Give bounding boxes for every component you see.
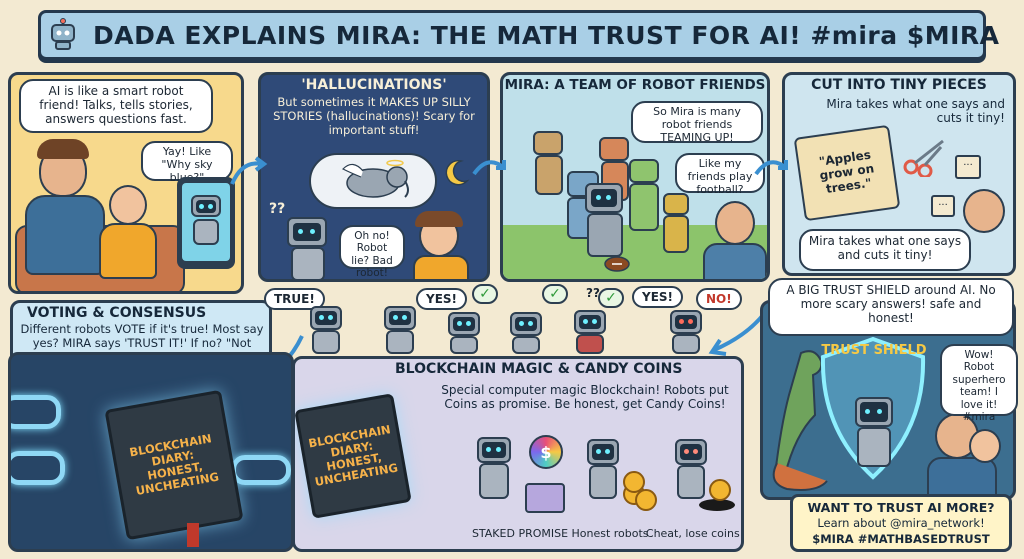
voting-robot	[310, 306, 342, 330]
dad-shirt	[703, 243, 767, 279]
voting-robot	[510, 312, 542, 336]
vote-tag: YES!	[632, 286, 684, 308]
kid-shirt	[413, 255, 469, 279]
caption-cheat: Cheat, lose coins!	[645, 527, 744, 540]
coin-icon	[623, 471, 645, 493]
arrow-icon	[754, 160, 788, 176]
panel-title: VOTING & CONSENSUS	[27, 305, 207, 321]
chain-icon	[11, 395, 61, 429]
speech-bubble-kid: Oh no! Robot lie? Bad robot!	[339, 225, 405, 279]
panel-blockchain-magic: BLOCKCHAIN MAGIC & CANDY COINS Special c…	[292, 356, 744, 552]
title-banner: DADA EXPLAINS MIRA: THE MATH TRUST FOR A…	[38, 10, 999, 60]
arrow-icon	[230, 156, 268, 185]
kid-shirt	[99, 223, 157, 279]
coin-icon	[635, 489, 657, 511]
thought-cloud	[309, 153, 437, 209]
cta-link[interactable]: Learn about @mira_network!	[817, 516, 985, 530]
panel-robot-team: MIRA: A TEAM OF ROBOT FRIENDS So Mira is…	[500, 72, 770, 282]
cta-heading: WANT TO TRUST AI MORE?	[807, 500, 995, 515]
coin-icon: $	[529, 435, 563, 469]
dad-hair	[37, 139, 89, 159]
check-icon: ✓	[598, 288, 624, 308]
voting-robot	[384, 306, 416, 330]
staking-robot	[477, 437, 511, 463]
kid-face	[969, 429, 1001, 463]
panel-title: 'HALLUCINATIONS'	[301, 77, 447, 93]
cta-box: WANT TO TRUST AI MORE? Learn about @mira…	[790, 494, 1012, 552]
voting-robot	[670, 310, 702, 334]
panel-title: BLOCKCHAIN MAGIC & CANDY COINS	[395, 361, 683, 377]
hole	[699, 499, 735, 511]
voting-robot	[448, 312, 480, 336]
scroll-icon: "Apples grow on trees."	[793, 124, 901, 222]
lead-robot	[585, 183, 623, 213]
speech-bubble-kid: Wow! Robot superhero team! I love it! #m…	[940, 344, 1018, 423]
speech-bubble-kid: Yay! Like "Why sky blue?"	[141, 141, 233, 184]
panel-text: Special computer magic Blockchain! Robot…	[441, 383, 729, 412]
football-icon	[604, 256, 630, 272]
speech-bubble-kid: Like my friends play football?	[675, 153, 765, 196]
bookmark-ribbon	[187, 523, 199, 547]
cube-piece: ...	[931, 195, 955, 217]
panel-hallucinations: 'HALLUCINATIONS' But sometimes it MAKES …	[258, 72, 490, 282]
tablet	[177, 177, 235, 269]
stake-box	[525, 483, 565, 513]
dad-shirt	[927, 457, 997, 497]
vote-tag: TRUE!	[264, 288, 325, 310]
panel-title: MIRA: A TEAM OF ROBOT FRIENDS	[504, 77, 766, 93]
coin-icon	[709, 479, 731, 501]
panel-blockchain-diary: BLOCKCHAIN DIARY: HONEST, UNCHEATING	[8, 352, 294, 552]
kid-hair	[415, 211, 463, 227]
question-marks: ??	[586, 286, 600, 300]
dad-face	[963, 189, 1005, 233]
panel-cut-pieces: CUT INTO TINY PIECES Mira takes what one…	[782, 72, 1016, 276]
scroll-text: "Apples grow on trees."	[818, 147, 875, 196]
check-icon: ✓	[542, 284, 568, 304]
honest-robot	[587, 439, 619, 465]
panel-title: CUT INTO TINY PIECES	[811, 77, 987, 93]
speech-bubble-dad: So Mira is many robot friends TEAMING UP…	[631, 101, 763, 144]
shield-callout: A BIG TRUST SHIELD around AI. No more sc…	[768, 278, 1014, 336]
chain-icon	[11, 451, 65, 485]
moon-icon	[445, 159, 470, 186]
speech-bubble-dad: Mira takes what one says and cuts it tin…	[799, 229, 971, 271]
book-icon: BLOCKCHAIN DIARY: HONEST, UNCHEATING	[104, 389, 244, 541]
vote-tag: YES!	[416, 288, 468, 310]
cheating-robot	[675, 439, 707, 465]
vote-tag: NO!	[696, 288, 742, 310]
scissors-icon	[903, 139, 944, 177]
dad-shirt	[25, 195, 105, 275]
check-icon: ✓	[472, 284, 498, 304]
arrow-icon	[472, 160, 506, 176]
confused-robot	[287, 217, 327, 247]
elephant-icon	[341, 159, 409, 198]
shield-robot	[855, 397, 893, 427]
question-marks: ??	[269, 201, 286, 217]
kid-face	[109, 185, 147, 225]
page-title: DADA EXPLAINS MIRA: THE MATH TRUST FOR A…	[93, 20, 1000, 50]
chain-icon	[231, 455, 291, 485]
panel-subtitle: Mira takes what one says and cuts it tin…	[826, 97, 1005, 126]
caption-staked: STAKED PROMISE	[471, 527, 569, 540]
shield-label: TRUST SHIELD	[821, 343, 927, 358]
voting-robot	[574, 310, 606, 334]
speech-bubble-dad: AI is like a smart robot friend! Talks, …	[19, 79, 213, 133]
robot-icon	[51, 18, 75, 50]
cta-hashtags: $MIRA #MATHBASEDTRUST	[812, 532, 990, 546]
cube-piece: ...	[955, 155, 981, 179]
caption-honest: Honest robots	[571, 527, 649, 540]
dad-face	[715, 201, 755, 245]
panel-smart-robot: AI is like a smart robot friend! Talks, …	[8, 72, 244, 294]
book-icon: BLOCKCHAIN DIARY: HONEST, UNCHEATING	[295, 393, 412, 519]
dinosaur-icon	[772, 350, 828, 491]
panel-text: But sometimes it MAKES UP SILLY STORIES …	[273, 95, 475, 137]
